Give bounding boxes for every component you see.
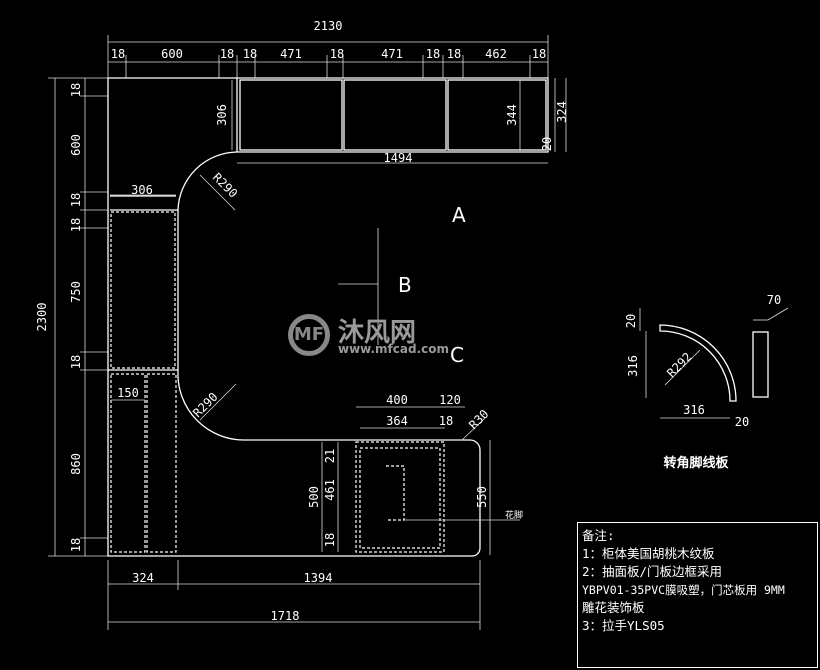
dim-total-width: 2130 <box>314 19 343 33</box>
note-line: 3：拉手YLS05 <box>582 618 665 633</box>
dim-left-seg: 18 <box>69 193 83 207</box>
dim-side-461: 461 <box>323 479 337 501</box>
notes-title: 备注: <box>582 528 615 543</box>
dim-top-seg: 18 <box>330 47 344 61</box>
dim-left-150: 150 <box>117 386 139 400</box>
dim-top-seg: 18 <box>532 47 546 61</box>
dim-sink-400: 400 <box>386 393 408 407</box>
dim-upper-inner-height: 344 <box>505 104 519 126</box>
dim-left-seg: 860 <box>69 453 83 475</box>
corner-skirting-detail: 20 316 R292 316 20 70 转角脚线板 <box>624 293 789 471</box>
note-line: 2：抽面板/门板边框采用 <box>582 564 723 579</box>
marker-a: A <box>452 203 466 227</box>
dim-left-seg: 18 <box>69 355 83 369</box>
top-dimensions: 2130 18 600 18 18 471 18 471 18 18 462 1… <box>107 19 549 78</box>
dim-bottom-324: 324 <box>132 571 154 585</box>
marker-b: B <box>398 273 412 297</box>
watermark-url: www.mfcad.com <box>338 342 449 356</box>
dim-bottom-1394: 1394 <box>304 571 333 585</box>
dim-top-seg: 462 <box>485 47 507 61</box>
note-line: YBPV01-35PVC膜吸塑，门芯板用 9MM <box>582 583 785 597</box>
watermark-name: 沐风网 <box>338 318 417 348</box>
dim-top-seg: 471 <box>381 47 403 61</box>
detail-dim-70: 70 <box>767 293 781 307</box>
dim-top-seg: 18 <box>426 47 440 61</box>
dim-sink-364: 364 <box>386 414 408 428</box>
dim-sink-18: 18 <box>439 414 453 428</box>
dim-right-324: 324 <box>555 101 569 123</box>
notes-box: 备注: 1：柜体美国胡桃木纹板 2：抽面板/门板边框采用 YBPV01-35PV… <box>577 522 818 668</box>
note-line: 雕花装饰板 <box>582 600 645 615</box>
dim-total-height: 2300 <box>35 303 49 332</box>
dim-left-seg: 18 <box>69 83 83 97</box>
dim-right-20: 20 <box>540 137 554 151</box>
detail-dim-20-top: 20 <box>624 314 638 328</box>
dim-top-seg: 600 <box>161 47 183 61</box>
dim-corner-depth: 306 <box>131 183 153 197</box>
radius-top: R290 <box>210 170 240 200</box>
cabinet-outline <box>107 77 549 557</box>
dim-upper-depth: 306 <box>215 104 229 126</box>
dim-bottom-total: 1718 <box>271 609 300 623</box>
dim-top-seg: 471 <box>280 47 302 61</box>
dim-upper-run: 1494 <box>384 151 413 165</box>
radius-r30: R30 <box>466 407 491 432</box>
radius-bottom: R290 <box>190 390 220 420</box>
left-dimensions: 2300 18 600 18 18 750 18 860 18 <box>35 77 108 557</box>
dim-sink-120: 120 <box>439 393 461 407</box>
dim-top-seg: 18 <box>220 47 234 61</box>
note-line: 1：柜体美国胡桃木纹板 <box>582 546 715 561</box>
detail-dim-316-h: 316 <box>683 403 705 417</box>
dim-side-18: 18 <box>323 533 337 547</box>
dim-side-550: 550 <box>475 486 489 508</box>
detail-radius: R292 <box>664 350 694 380</box>
dim-left-seg: 18 <box>69 218 83 232</box>
detail-dim-316-v: 316 <box>626 355 640 377</box>
label-huajiao: 花脚 <box>505 509 523 521</box>
sink-dimensions: 400 120 364 18 R30 500 21 461 18 550 花脚 <box>307 393 523 555</box>
dim-left-seg: 600 <box>69 134 83 156</box>
watermark-logo: MF <box>288 314 330 356</box>
dim-side-500: 500 <box>307 486 321 508</box>
dim-top-seg: 18 <box>243 47 257 61</box>
marker-c: C <box>450 343 464 367</box>
dim-left-seg: 18 <box>69 538 83 552</box>
dim-top-seg: 18 <box>111 47 125 61</box>
bottom-dimensions: 324 1394 1718 <box>107 560 481 630</box>
section-markers: A B C <box>338 203 466 367</box>
dim-top-seg: 18 <box>447 47 461 61</box>
detail-title: 转角脚线板 <box>663 455 729 471</box>
inner-dimensions: 306 344 20 324 1494 306 R290 R290 150 <box>110 78 569 421</box>
dim-side-21: 21 <box>323 449 337 463</box>
detail-dim-20-bottom: 20 <box>735 415 749 429</box>
dim-left-seg: 750 <box>69 281 83 303</box>
